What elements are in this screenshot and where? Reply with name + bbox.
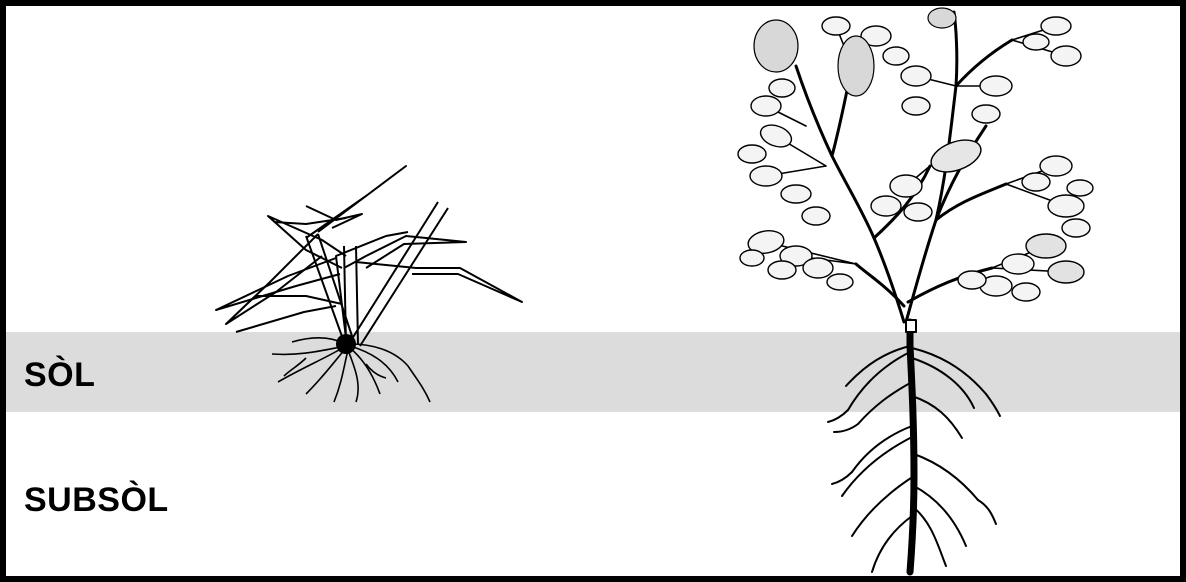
plants-illustration — [6, 6, 1180, 576]
subsoil-label: SUBSÒL — [24, 481, 169, 520]
soil-label: SÒL — [24, 356, 95, 395]
legume-plant — [738, 8, 1093, 572]
grass-plant — [216, 166, 522, 402]
